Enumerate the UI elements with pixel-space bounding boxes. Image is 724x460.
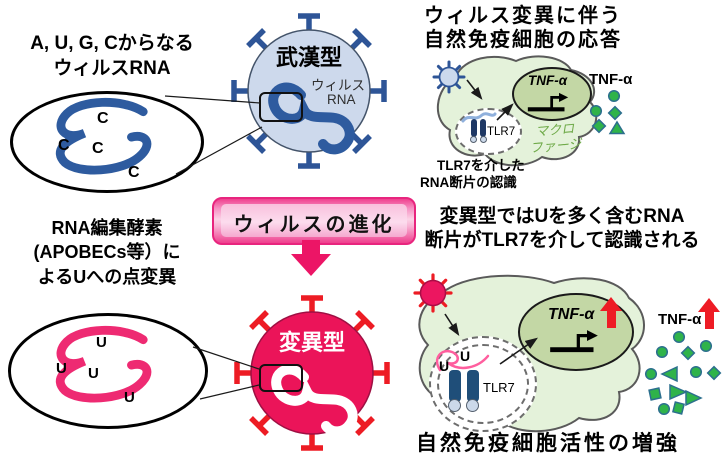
small-virus-body — [419, 279, 447, 307]
viral-rna-caption-line2: ウィルスRNA — [53, 57, 171, 79]
evolution-box: ウィルスの進化 — [212, 197, 416, 245]
tnf-gene-label-bottom: TNF-α — [548, 306, 595, 323]
tlr7-receptor-icon — [467, 370, 479, 402]
cytokine-diamond-icon — [591, 118, 607, 134]
mutant-recognition-caption-line1: 変異型ではUを多く含むRNA — [439, 206, 685, 227]
cytokine-triangle-icon — [608, 120, 626, 135]
tlr7-receptor-icon — [449, 370, 461, 402]
small-virus-blue — [432, 60, 466, 94]
rna-fragment-pink-icon — [435, 349, 490, 372]
apobec-caption-line3: よるUへの点変異 — [37, 266, 177, 287]
cytokine-circle-icon — [657, 402, 671, 416]
cytokine-diamond-icon — [680, 345, 696, 361]
top-right-title-line2: 自然免疫細胞の応答 — [424, 29, 622, 51]
base-u-3: U — [88, 365, 99, 382]
tlr7-label-bottom: TLR7 — [483, 380, 515, 395]
mutant-virus-label: 変異型 — [278, 330, 345, 355]
apobec-caption-line1: RNA編集酵素 — [51, 218, 163, 238]
macrophage-label: マクロ ファージ — [529, 120, 582, 155]
rna-strand-blue-icon — [55, 97, 152, 175]
tlr7-label-top: TLR7 — [487, 126, 516, 138]
mutant-virus-graphic — [234, 295, 390, 451]
cytokine-circle-icon — [689, 365, 703, 379]
cytokine-triangle-icon — [669, 383, 688, 401]
tlr7-recognition-caption-line1: TLR7を介した — [437, 158, 525, 173]
tnf-increase-arrow-icon — [698, 298, 720, 329]
small-virus-body — [438, 66, 460, 88]
receptor-foot — [466, 399, 479, 412]
tlr7-recognition-caption-line2: RNA断片の認識 — [420, 174, 517, 190]
small-virus-spikes — [413, 273, 453, 313]
viral-rna-caption: A, U, G, Cからなる ウィルスRNA — [12, 32, 212, 81]
top-right-title: ウィルス変異に伴う 自然免疫細胞の応答 — [424, 4, 622, 52]
cytokine-diamond-icon — [607, 105, 623, 121]
virus-rna-label-line1: ウィルス — [311, 78, 365, 93]
cytokine-triangle-icon — [660, 365, 678, 383]
rna-squiggle-white-icon — [271, 364, 358, 437]
nucleus-top: TNF-α — [512, 67, 592, 121]
promoter-arrow-icon — [550, 330, 598, 353]
cytokine-triangle-icon — [685, 389, 703, 407]
cytokine-circle-icon — [655, 345, 669, 359]
cytokine-circle-icon — [644, 367, 658, 381]
virus-spikes-red — [234, 295, 390, 451]
evolution-label: ウィルスの進化 — [233, 214, 395, 236]
tlr7-receptor-icon — [471, 119, 477, 137]
endosome-inner-membrane — [437, 344, 529, 424]
tlr7-recognition-caption: TLR7を介した RNA断片の認識 — [420, 158, 525, 192]
receptor-foot — [448, 399, 461, 412]
evolution-down-arrow-icon — [291, 240, 331, 276]
cytokine-cluster-bottom — [644, 330, 722, 416]
rna-fragment-blue-icon — [461, 112, 497, 123]
cytokine-circle-icon — [672, 330, 686, 344]
base-u-4: U — [124, 389, 135, 406]
bottom-right-caption: 自然免疫細胞活性の増強 — [416, 432, 680, 455]
virus-rna-label-line2: RNA — [327, 92, 356, 107]
cytokine-square-icon — [648, 387, 662, 401]
mutant-rna-ellipse: U U U U — [8, 313, 208, 429]
base-c-3: C — [92, 140, 104, 157]
tnf-secreted-label-bottom: TNF-α — [658, 311, 702, 328]
tnf-secreted-label-top: TNF-α — [589, 71, 633, 88]
wuhan-virus: 武漢型 ウィルス RNA — [229, 11, 389, 171]
mutant-recognition-caption-line2: 断片がTLR7を介して認識される — [424, 230, 700, 252]
apobec-caption: RNA編集酵素 (APOBECs等）に よるUへの点変異 — [6, 216, 208, 289]
endosome-base-u-1: U — [439, 358, 450, 374]
wuhan-virus-label: 武漢型 — [275, 45, 342, 70]
evolution-box-inner — [221, 204, 407, 237]
cytokine-cluster-top — [589, 89, 626, 135]
base-u-2: U — [56, 360, 67, 377]
tnf-increase-arrow-icon — [600, 297, 622, 328]
wuhan-rna-ellipse: C C C C — [10, 91, 204, 193]
viral-rna-caption-line1: A, U, G, Cからなる — [30, 33, 194, 54]
zoom-inset-rect-bottom — [259, 364, 303, 392]
tlr7-receptor-icon — [480, 119, 486, 137]
rna-squiggle-blue-icon — [268, 82, 355, 155]
base-c-1: C — [97, 110, 109, 127]
base-c-4: C — [128, 164, 140, 181]
small-virus-pink — [413, 273, 453, 313]
receptor-foot — [480, 136, 487, 143]
zoom-inset-rect-top — [259, 92, 303, 122]
cytokine-square-icon — [672, 401, 685, 415]
cytokine-diamond-icon — [706, 365, 722, 381]
endosome-base-u-2: U — [460, 348, 471, 364]
top-right-title-line1: ウィルス変異に伴う — [424, 5, 622, 27]
cytokine-circle-icon — [607, 89, 621, 103]
apobec-caption-line2: (APOBECs等）に — [33, 242, 181, 263]
base-c-2: C — [58, 137, 70, 154]
tnf-gene-label-top: TNF-α — [528, 73, 568, 88]
cytokine-circle-icon — [699, 339, 713, 353]
mutant-virus: 変異型 — [232, 293, 392, 453]
base-u-1: U — [96, 334, 107, 351]
cytokine-circle-icon — [589, 104, 603, 118]
promoter-arrow-icon — [527, 92, 569, 112]
wuhan-virus-graphic — [231, 13, 387, 169]
receptor-foot — [470, 136, 477, 143]
mutant-recognition-caption: 変異型ではUを多く含むRNA 断片がTLR7を介して認識される — [400, 205, 724, 254]
rna-strand-pink-icon — [55, 325, 152, 403]
